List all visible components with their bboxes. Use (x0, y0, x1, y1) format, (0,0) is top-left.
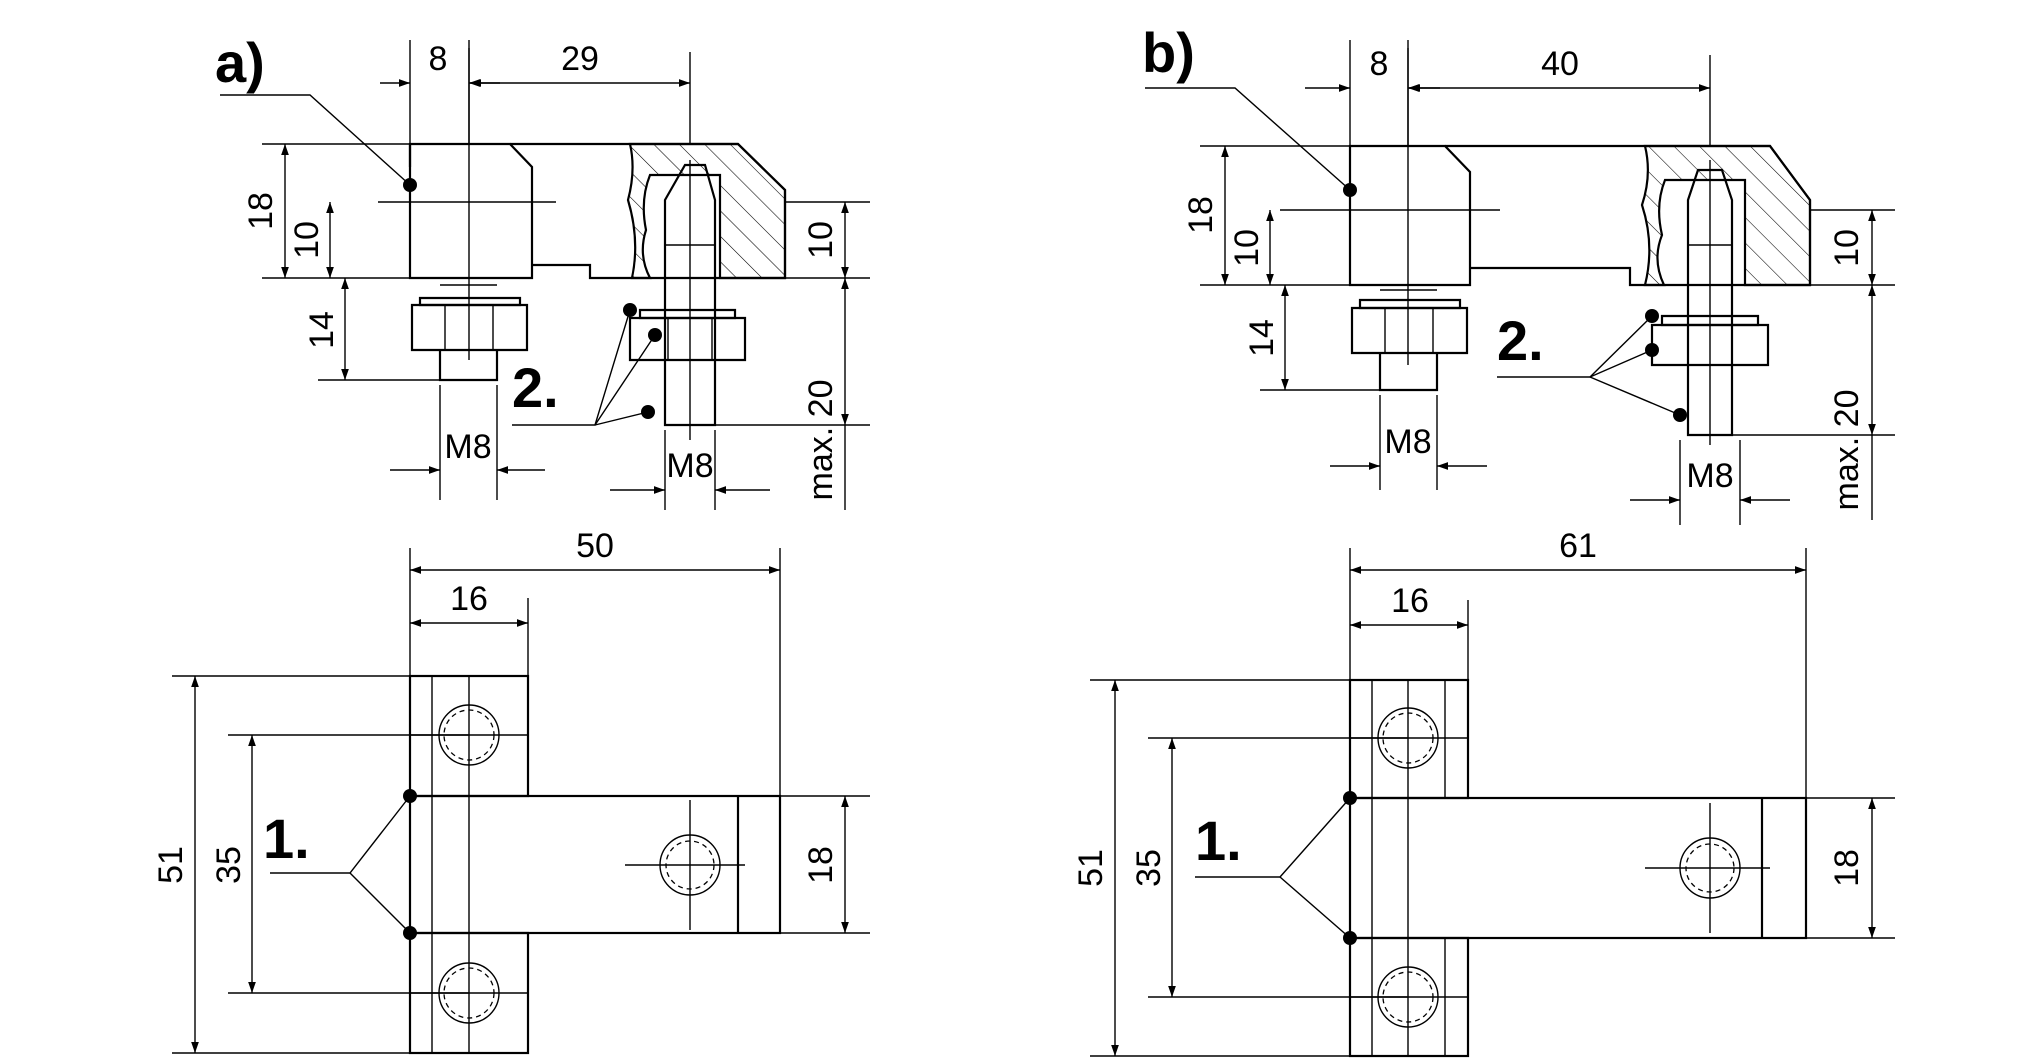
callout-b-1: 1. (1195, 809, 1242, 872)
panel-a-label: a) (215, 31, 265, 94)
panel-b: b) (1072, 21, 1895, 1058)
dim-b-height-upper: 10 (1228, 229, 1266, 267)
panel-a-side-view: 8 29 18 10 14 M8 (220, 40, 870, 510)
dim-a-height-upper: 10 (288, 221, 326, 259)
dim-b-height-total: 18 (1182, 196, 1220, 234)
dim-a-offset: 29 (561, 40, 599, 78)
dim-b-height-mid: 35 (1130, 849, 1168, 887)
panel-a-top-view: 50 16 51 35 18 1. (152, 527, 870, 1055)
panel-b-top-view: 61 16 51 35 18 1. (1072, 527, 1895, 1058)
dim-a-thread-left: M8 (444, 428, 491, 466)
dim-a-height-total-top: 51 (152, 846, 190, 884)
dim-a-width-small: 16 (450, 580, 488, 618)
dim-b-height-nut: 14 (1243, 319, 1281, 357)
dim-b-width-small: 16 (1391, 582, 1429, 620)
dim-b-length: 61 (1559, 527, 1597, 565)
dim-b-height-total-top: 51 (1072, 849, 1110, 887)
dim-a-thread-right: M8 (666, 447, 713, 485)
dim-b-stud-length: max. 20 (1828, 390, 1866, 511)
dim-a-height-total: 18 (242, 192, 280, 230)
dim-b-hole-depth: 10 (1828, 229, 1866, 267)
dim-a-height-nut: 14 (303, 311, 341, 349)
panel-a: a) (152, 31, 870, 1055)
dim-a-height-mid: 35 (210, 846, 248, 884)
dim-b-thread-left: M8 (1384, 423, 1431, 461)
panel-b-label: b) (1142, 21, 1195, 84)
dim-a-arm-width: 18 (802, 846, 840, 884)
dim-b-offset: 40 (1541, 45, 1579, 83)
dim-a-hole-depth: 10 (802, 221, 840, 259)
dim-b-thread-right: M8 (1686, 457, 1733, 495)
callout-a-1: 1. (263, 807, 310, 870)
dim-b-arm-width: 18 (1828, 849, 1866, 887)
dim-a-width: 8 (429, 40, 448, 78)
dim-b-width: 8 (1370, 45, 1389, 83)
dim-a-stud-length: max. 20 (802, 380, 840, 501)
callout-a-2: 2. (512, 356, 559, 419)
panel-b-side-view: 8 40 18 10 14 M8 (1145, 40, 1895, 525)
dim-a-length: 50 (576, 527, 614, 565)
callout-b-2: 2. (1497, 309, 1544, 372)
